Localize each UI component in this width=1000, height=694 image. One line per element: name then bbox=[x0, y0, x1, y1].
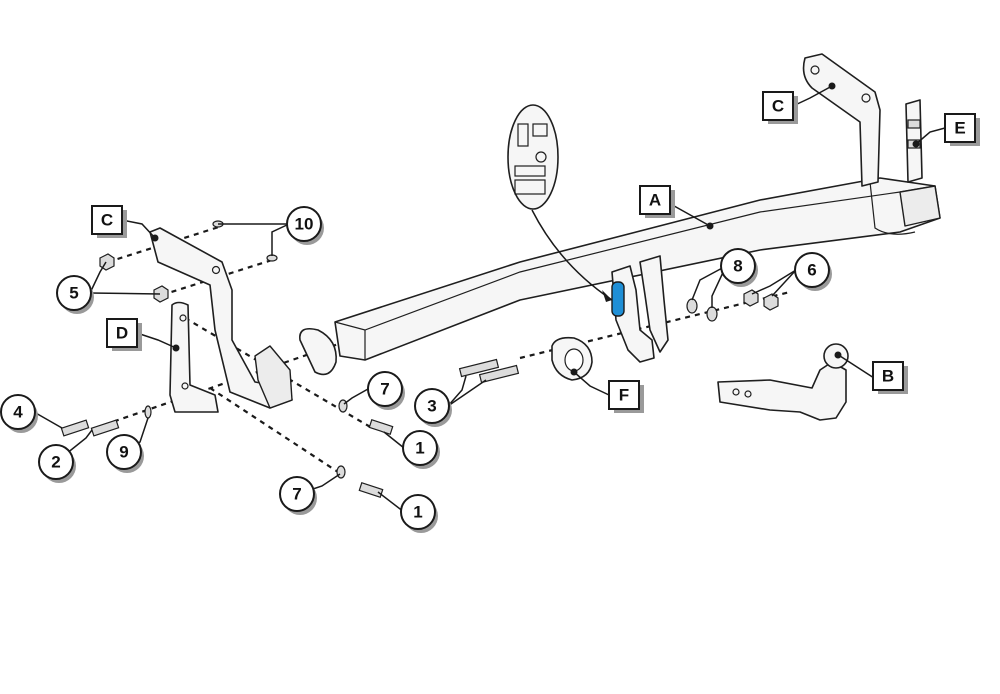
label-7-lower: 7 bbox=[279, 476, 317, 515]
nut-6 bbox=[763, 293, 779, 311]
label-B-text: B bbox=[882, 367, 894, 386]
bolt-2 bbox=[90, 419, 120, 437]
washer-9 bbox=[144, 405, 152, 419]
bracket-hole bbox=[810, 65, 820, 75]
bolt-3 bbox=[458, 358, 500, 378]
bracket-c-right bbox=[802, 53, 881, 187]
tow-ball-b bbox=[717, 343, 849, 421]
label-C-text: C bbox=[772, 97, 784, 116]
label-plate-field bbox=[532, 123, 548, 137]
label-F: F bbox=[608, 380, 644, 413]
bracket-c-left bbox=[149, 227, 293, 409]
label-4: 4 bbox=[0, 394, 38, 433]
label-10: 10 bbox=[286, 206, 324, 245]
label-6: 6 bbox=[794, 252, 832, 291]
label-plate-circle bbox=[535, 151, 547, 163]
label-3: 3 bbox=[414, 388, 452, 427]
label-7-text: 7 bbox=[292, 485, 301, 504]
tow-ball-hole bbox=[732, 388, 740, 396]
crossbar-left-hook bbox=[299, 327, 337, 376]
label-7-text: 7 bbox=[380, 380, 389, 399]
label-1-text: 1 bbox=[413, 503, 422, 522]
label-D-text: D bbox=[116, 324, 128, 343]
label-C-left: C bbox=[91, 205, 127, 238]
label-E: E bbox=[944, 113, 980, 146]
label-5-text: 5 bbox=[69, 284, 78, 303]
label-9-text: 9 bbox=[119, 443, 128, 462]
label-1-lower: 1 bbox=[400, 494, 438, 533]
label-4-text: 4 bbox=[13, 403, 23, 422]
label-A-text: A bbox=[649, 191, 661, 210]
label-C-text: C bbox=[101, 211, 113, 230]
label-2-text: 2 bbox=[51, 453, 60, 472]
tow-ball-hole bbox=[744, 390, 752, 398]
crossbar-a bbox=[299, 177, 941, 376]
bolt-1 bbox=[358, 482, 384, 498]
highlighted-slot bbox=[611, 281, 625, 317]
plate-hole bbox=[179, 314, 187, 322]
socket-plate-f bbox=[551, 336, 593, 381]
crossbar-right-end bbox=[869, 181, 916, 235]
label-E-text: E bbox=[954, 119, 965, 138]
label-plate-field bbox=[514, 165, 546, 177]
leader-lines bbox=[33, 82, 946, 513]
bracket-c-right-plate bbox=[802, 53, 881, 187]
bolt-1 bbox=[368, 419, 394, 435]
socket-plate-center bbox=[564, 348, 584, 372]
side-plate-d bbox=[169, 301, 219, 413]
label-10-text: 10 bbox=[295, 215, 314, 234]
bracket-e-nut bbox=[907, 119, 921, 129]
label-B: B bbox=[872, 361, 908, 394]
label-D: D bbox=[106, 318, 142, 351]
bracket-hole bbox=[211, 265, 221, 275]
label-F-text: F bbox=[619, 386, 629, 405]
label-5: 5 bbox=[56, 275, 94, 314]
label-1-upper: 1 bbox=[402, 430, 440, 469]
label-9: 9 bbox=[106, 434, 144, 473]
crossbar-end-cap bbox=[899, 185, 941, 227]
nut-6 bbox=[743, 289, 759, 307]
side-plate-d-body bbox=[169, 301, 219, 413]
bolt-4 bbox=[60, 419, 90, 437]
bracket-hole bbox=[861, 93, 871, 103]
label-8: 8 bbox=[720, 248, 758, 287]
label-plate-field bbox=[514, 179, 546, 195]
label-plate-callout bbox=[507, 104, 613, 302]
bolt-3 bbox=[478, 364, 520, 384]
tow-ball-neck bbox=[717, 361, 847, 421]
washer-8 bbox=[706, 306, 718, 322]
mount-plate-right bbox=[639, 255, 669, 353]
label-2: 2 bbox=[38, 444, 76, 483]
label-plate-leader bbox=[531, 209, 613, 301]
label-7-upper: 7 bbox=[367, 371, 405, 410]
label-6-text: 6 bbox=[807, 261, 816, 280]
label-A: A bbox=[639, 185, 675, 218]
washer-7 bbox=[336, 465, 346, 479]
crossbar-body bbox=[334, 177, 941, 361]
label-8-text: 8 bbox=[733, 257, 742, 276]
label-plate-field bbox=[517, 123, 529, 147]
nut-5 bbox=[153, 285, 169, 303]
label-1-text: 1 bbox=[415, 439, 424, 458]
center-mount-plate bbox=[611, 255, 669, 363]
label-3-text: 3 bbox=[427, 397, 436, 416]
washer-8 bbox=[686, 298, 698, 314]
bracket-c-left-flange bbox=[254, 345, 293, 409]
plate-hole bbox=[181, 382, 189, 390]
label-C-right: C bbox=[762, 91, 798, 124]
label-plate-arrowhead bbox=[602, 290, 612, 302]
